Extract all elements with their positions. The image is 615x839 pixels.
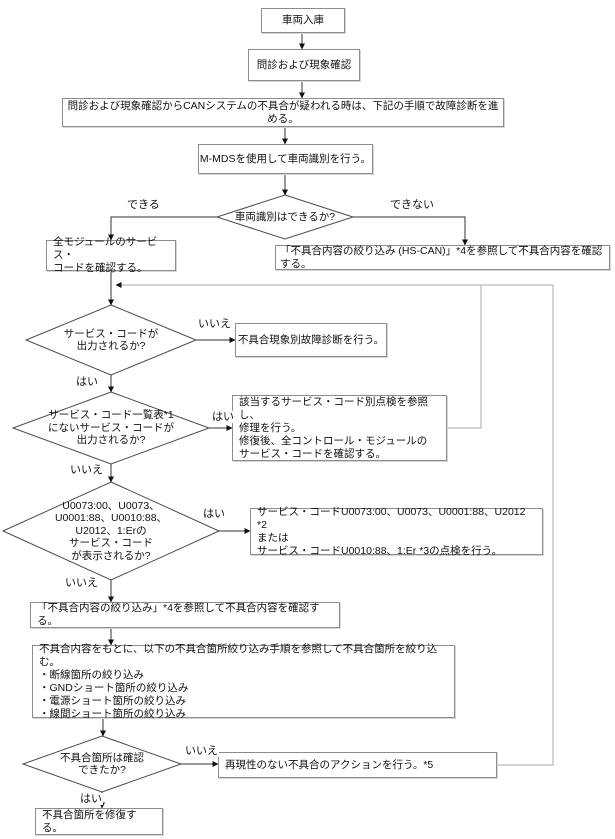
label-yes-fault-confirmed: はい xyxy=(79,793,103,805)
label-yes-code-output: はい xyxy=(75,376,99,388)
fault-confirmed-decision-shape xyxy=(21,735,183,793)
symptom-diagnosis-node: 不具合現象別故障診断を行う。 xyxy=(235,323,387,357)
start-node: 車両入庫 xyxy=(261,8,345,33)
specific-inspection-node: サービス・コードU0073:00、U0073、U0001:88、U2012 *2… xyxy=(250,506,543,557)
branch-cannot xyxy=(353,216,468,246)
label-no-not-listed: いいえ xyxy=(69,464,104,476)
narrow-ref-node: 「不具合内容の絞り込み」*4を参照して不具合内容を確認する。 xyxy=(30,602,340,628)
code-output-decision-shape xyxy=(24,304,198,376)
repair-by-code-node: 該当するサービス・コード別点検を参照し、 修理を行う。 修復後、全コントロール・… xyxy=(232,395,447,461)
label-yes-specific-codes: はい xyxy=(202,508,226,520)
intro-note: 問診および現象確認からCANシステムの不具合が疑われる時は、下記の手順で故障診断… xyxy=(62,98,504,127)
mmds-node: M-MDSを使用して車両識別を行う。 xyxy=(198,144,373,174)
narrow-steps-node: 不具合内容をもとに、以下の不具合箇所絞り込み手順を参照して不具合箇所を絞り込む。… xyxy=(32,643,455,720)
label-cannot: できない xyxy=(389,199,435,211)
vehicle-id-decision-shape xyxy=(215,194,355,240)
repair-fault-node: 不具合箇所を修復する。 xyxy=(35,808,163,835)
label-no-fault-confirmed: いいえ xyxy=(184,745,219,757)
loop-from-no-repro-action xyxy=(497,285,554,766)
loop-from-repair-by-code xyxy=(447,285,482,429)
interview-node: 問診および現象確認 xyxy=(248,49,360,81)
label-yes-not-listed: はい xyxy=(211,411,235,423)
label-no-specific-codes: いいえ xyxy=(64,577,99,589)
label-no-code-output: いいえ xyxy=(197,318,232,330)
branch-can xyxy=(108,216,217,241)
specific-codes-decision-shape xyxy=(1,481,221,581)
code-not-listed-decision-shape xyxy=(11,391,211,465)
label-can: できる xyxy=(126,199,161,211)
hscan-narrow-node: 「不具合内容の絞り込み (HS-CAN)」*4を参照して不具合内容を確認する。 xyxy=(275,245,610,270)
check-all-modules-node: 全モジュールのサービス・ コードを確認する。 xyxy=(46,236,176,274)
no-repro-action-node: 再現性のない不具合のアクションを行う。*5 xyxy=(218,752,497,778)
